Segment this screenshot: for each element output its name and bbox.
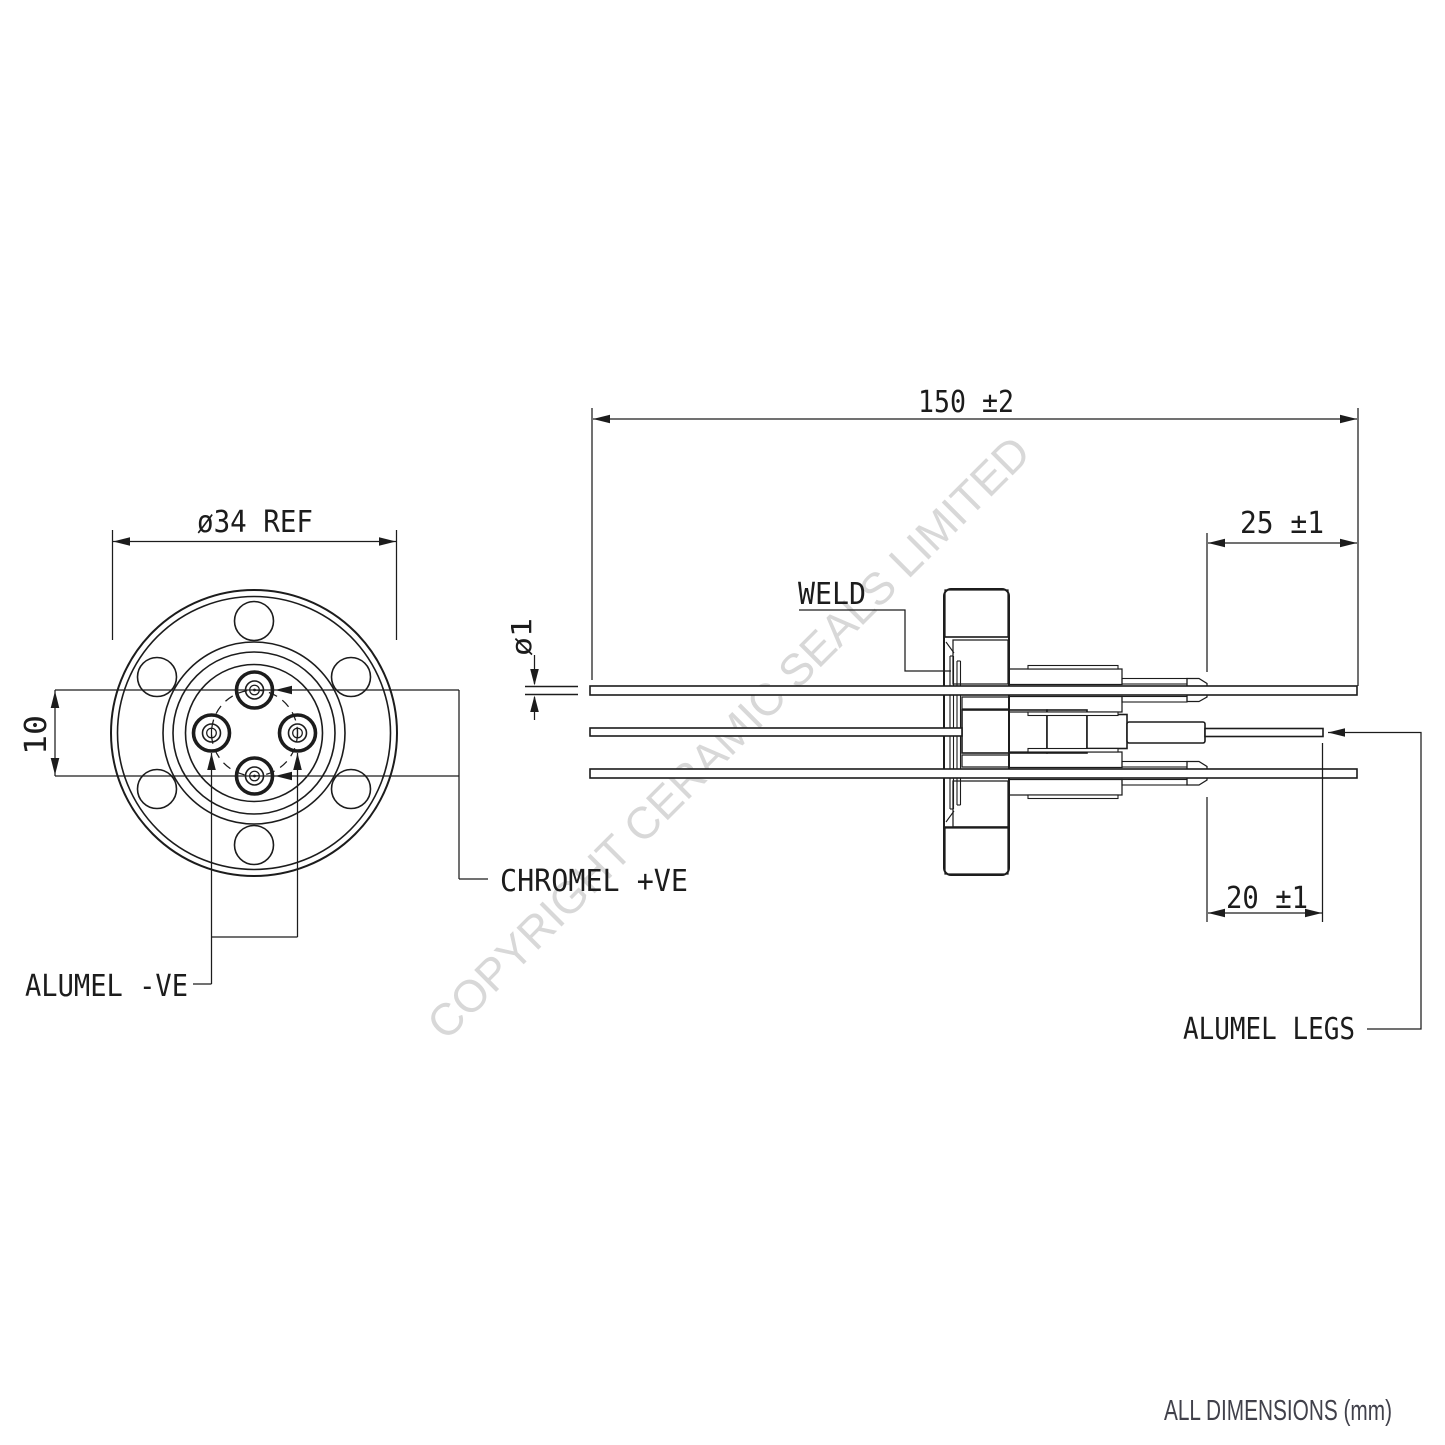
alumel-label: ALUMEL -VE xyxy=(25,969,188,1004)
bolt-hole xyxy=(330,768,372,810)
flange-outer-circle xyxy=(110,589,398,877)
chromel-label: CHROMEL +VE xyxy=(500,864,688,899)
dim-leg-protrusion-text: 20 ±1 xyxy=(1226,881,1308,916)
leader-alumel-legs: ALUMEL LEGS xyxy=(1183,728,1422,1047)
bolt-hole xyxy=(136,656,178,698)
dim-overall-length-text: 150 ±2 xyxy=(918,385,1014,420)
leader-weld: WELD xyxy=(798,577,951,672)
side-view: 150 ±2 25 ±1 20 ±1 ø1 xyxy=(505,385,1422,1047)
boss-circle-1 xyxy=(162,641,346,825)
bolt-hole xyxy=(136,768,178,810)
bottom-tube xyxy=(1008,747,1208,800)
bottom-wire xyxy=(589,768,1358,779)
dim-sheath-protrusion: 25 ±1 xyxy=(1206,506,1357,672)
middle-wire xyxy=(589,727,963,737)
dim-wire-diameter: ø1 xyxy=(505,618,539,720)
bolt-hole xyxy=(330,656,372,698)
centre-leg-wire xyxy=(1204,727,1324,738)
dim-sheath-protrusion-text: 25 ±1 xyxy=(1240,506,1324,541)
pin-right xyxy=(277,713,318,753)
boss-circle-3 xyxy=(184,663,324,803)
dim-leg-protrusion: 20 ±1 xyxy=(1206,743,1324,922)
dim-pin-pitch: 10 xyxy=(19,689,459,777)
boss-circle-2 xyxy=(172,651,336,815)
pin-pitch-circle-dashed xyxy=(210,689,299,777)
bolt-hole xyxy=(233,600,275,642)
flange-inner-edge-circle xyxy=(116,595,392,871)
leader-chromel: CHROMEL +VE xyxy=(275,685,688,899)
dim-wire-diameter-text: ø1 xyxy=(505,618,538,656)
top-tube xyxy=(1008,664,1208,717)
top-wire xyxy=(589,685,1358,696)
pin-left xyxy=(191,713,232,753)
dim-flange-diameter: ø34 REF xyxy=(111,505,398,640)
centre-assembly xyxy=(961,709,1206,754)
dim-flange-diameter-text: ø34 REF xyxy=(197,505,313,540)
footer-note: ALL DIMENSIONS (mm) xyxy=(1164,1395,1392,1427)
dim-overall-length: 150 ±2 xyxy=(591,385,1359,686)
front-view: ø34 REF 10 CHROMEL +VE ALUMEL xyxy=(19,505,688,1004)
leader-alumel: ALUMEL -VE xyxy=(25,753,302,1004)
weld-label: WELD xyxy=(798,577,866,612)
bolt-hole xyxy=(233,824,275,866)
alumel-legs-label: ALUMEL LEGS xyxy=(1183,1012,1355,1047)
wires xyxy=(525,685,1358,779)
centre-pin xyxy=(1126,721,1206,744)
dim-pin-pitch-text: 10 xyxy=(19,715,54,755)
